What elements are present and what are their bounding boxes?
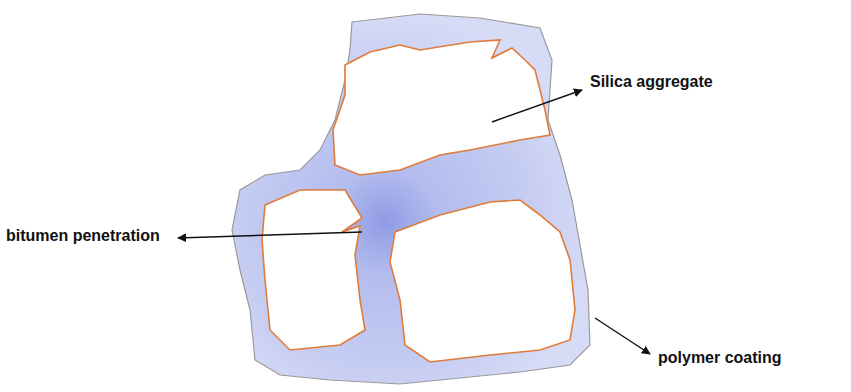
leader-arrow xyxy=(178,232,362,238)
callout-label: polymer coating xyxy=(658,348,782,367)
silica-aggregate xyxy=(390,200,575,362)
silica-aggregate xyxy=(262,190,365,350)
silica-aggregate xyxy=(333,40,550,175)
callout-label: bitumen penetration xyxy=(6,226,160,245)
leader-arrow xyxy=(492,90,582,122)
polymer-coating xyxy=(232,14,590,384)
callout-label: Silica aggregate xyxy=(590,72,713,91)
leader-arrow xyxy=(595,318,650,354)
